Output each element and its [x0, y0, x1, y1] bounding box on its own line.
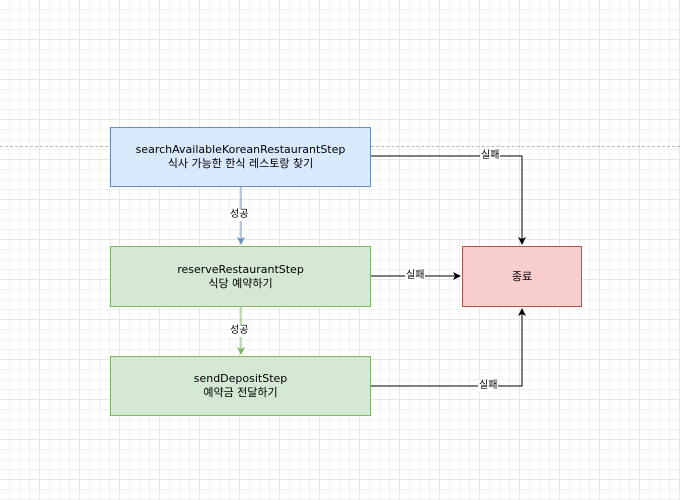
edge-label-search-reserve: 성공	[229, 209, 250, 221]
edge-label-search-end: 실패	[480, 150, 501, 162]
node-end-name: 종료	[511, 269, 533, 283]
node-reserve-desc: 식당 예약하기	[208, 276, 273, 290]
node-send-name: sendDepositStep	[193, 372, 288, 385]
node-send-desc: 예약금 전달하기	[203, 386, 278, 399]
node-send-step[interactable]: sendDepositStep 예약금 전달하기	[110, 356, 371, 416]
edge-label-reserve-send: 성공	[229, 325, 250, 337]
edge-label-send-end: 실패	[478, 380, 499, 392]
node-search-step[interactable]: searchAvailableKoreanRestaurantStep 식사 가…	[110, 127, 371, 187]
node-reserve-name: reserveRestaurantStep	[177, 262, 304, 276]
edge-search-to-end	[371, 155, 526, 245]
edge-send-to-end	[371, 308, 526, 387]
edge-label-reserve-end: 실패	[405, 270, 426, 282]
node-search-desc: 식사 가능한 한식 레스토랑 찾기	[167, 157, 314, 170]
node-reserve-step[interactable]: reserveRestaurantStep 식당 예약하기	[110, 246, 371, 307]
node-search-name: searchAvailableKoreanRestaurantStep	[135, 143, 346, 156]
node-end[interactable]: 종료	[462, 246, 582, 307]
